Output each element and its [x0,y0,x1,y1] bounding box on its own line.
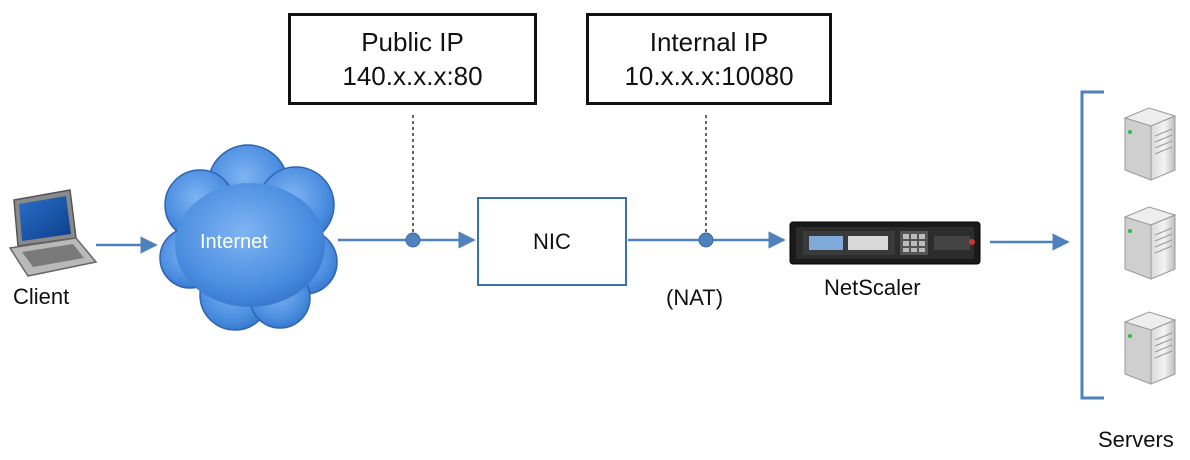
nic-box: NIC [477,197,627,286]
internal-ip-callout: Internal IP 10.x.x.x:10080 [586,13,832,105]
public-ip-title: Public IP [361,27,464,57]
server-icon [1123,107,1177,181]
client-label: Client [13,284,70,309]
netscaler-appliance-icon [789,221,981,265]
internet-cloud-icon [159,144,338,331]
internet-label: Internet [200,231,268,253]
public-ip-point [405,232,421,248]
laptop-icon [8,189,98,277]
nat-label: (NAT) [666,285,724,310]
public-ip-callout: Public IP 140.x.x.x:80 [288,13,537,105]
public-ip-address: 140.x.x.x:80 [342,61,483,91]
internal-ip-point [698,232,714,248]
nic-label: NIC [533,228,571,254]
server-icon [1123,206,1177,280]
internal-ip-title: Internal IP [649,27,769,57]
internal-ip-address: 10.x.x.x:10080 [624,61,794,91]
server-icon [1123,311,1177,385]
servers-label: Servers [1098,427,1174,452]
servers-bracket [1080,90,1104,400]
netscaler-label: NetScaler [824,275,921,300]
